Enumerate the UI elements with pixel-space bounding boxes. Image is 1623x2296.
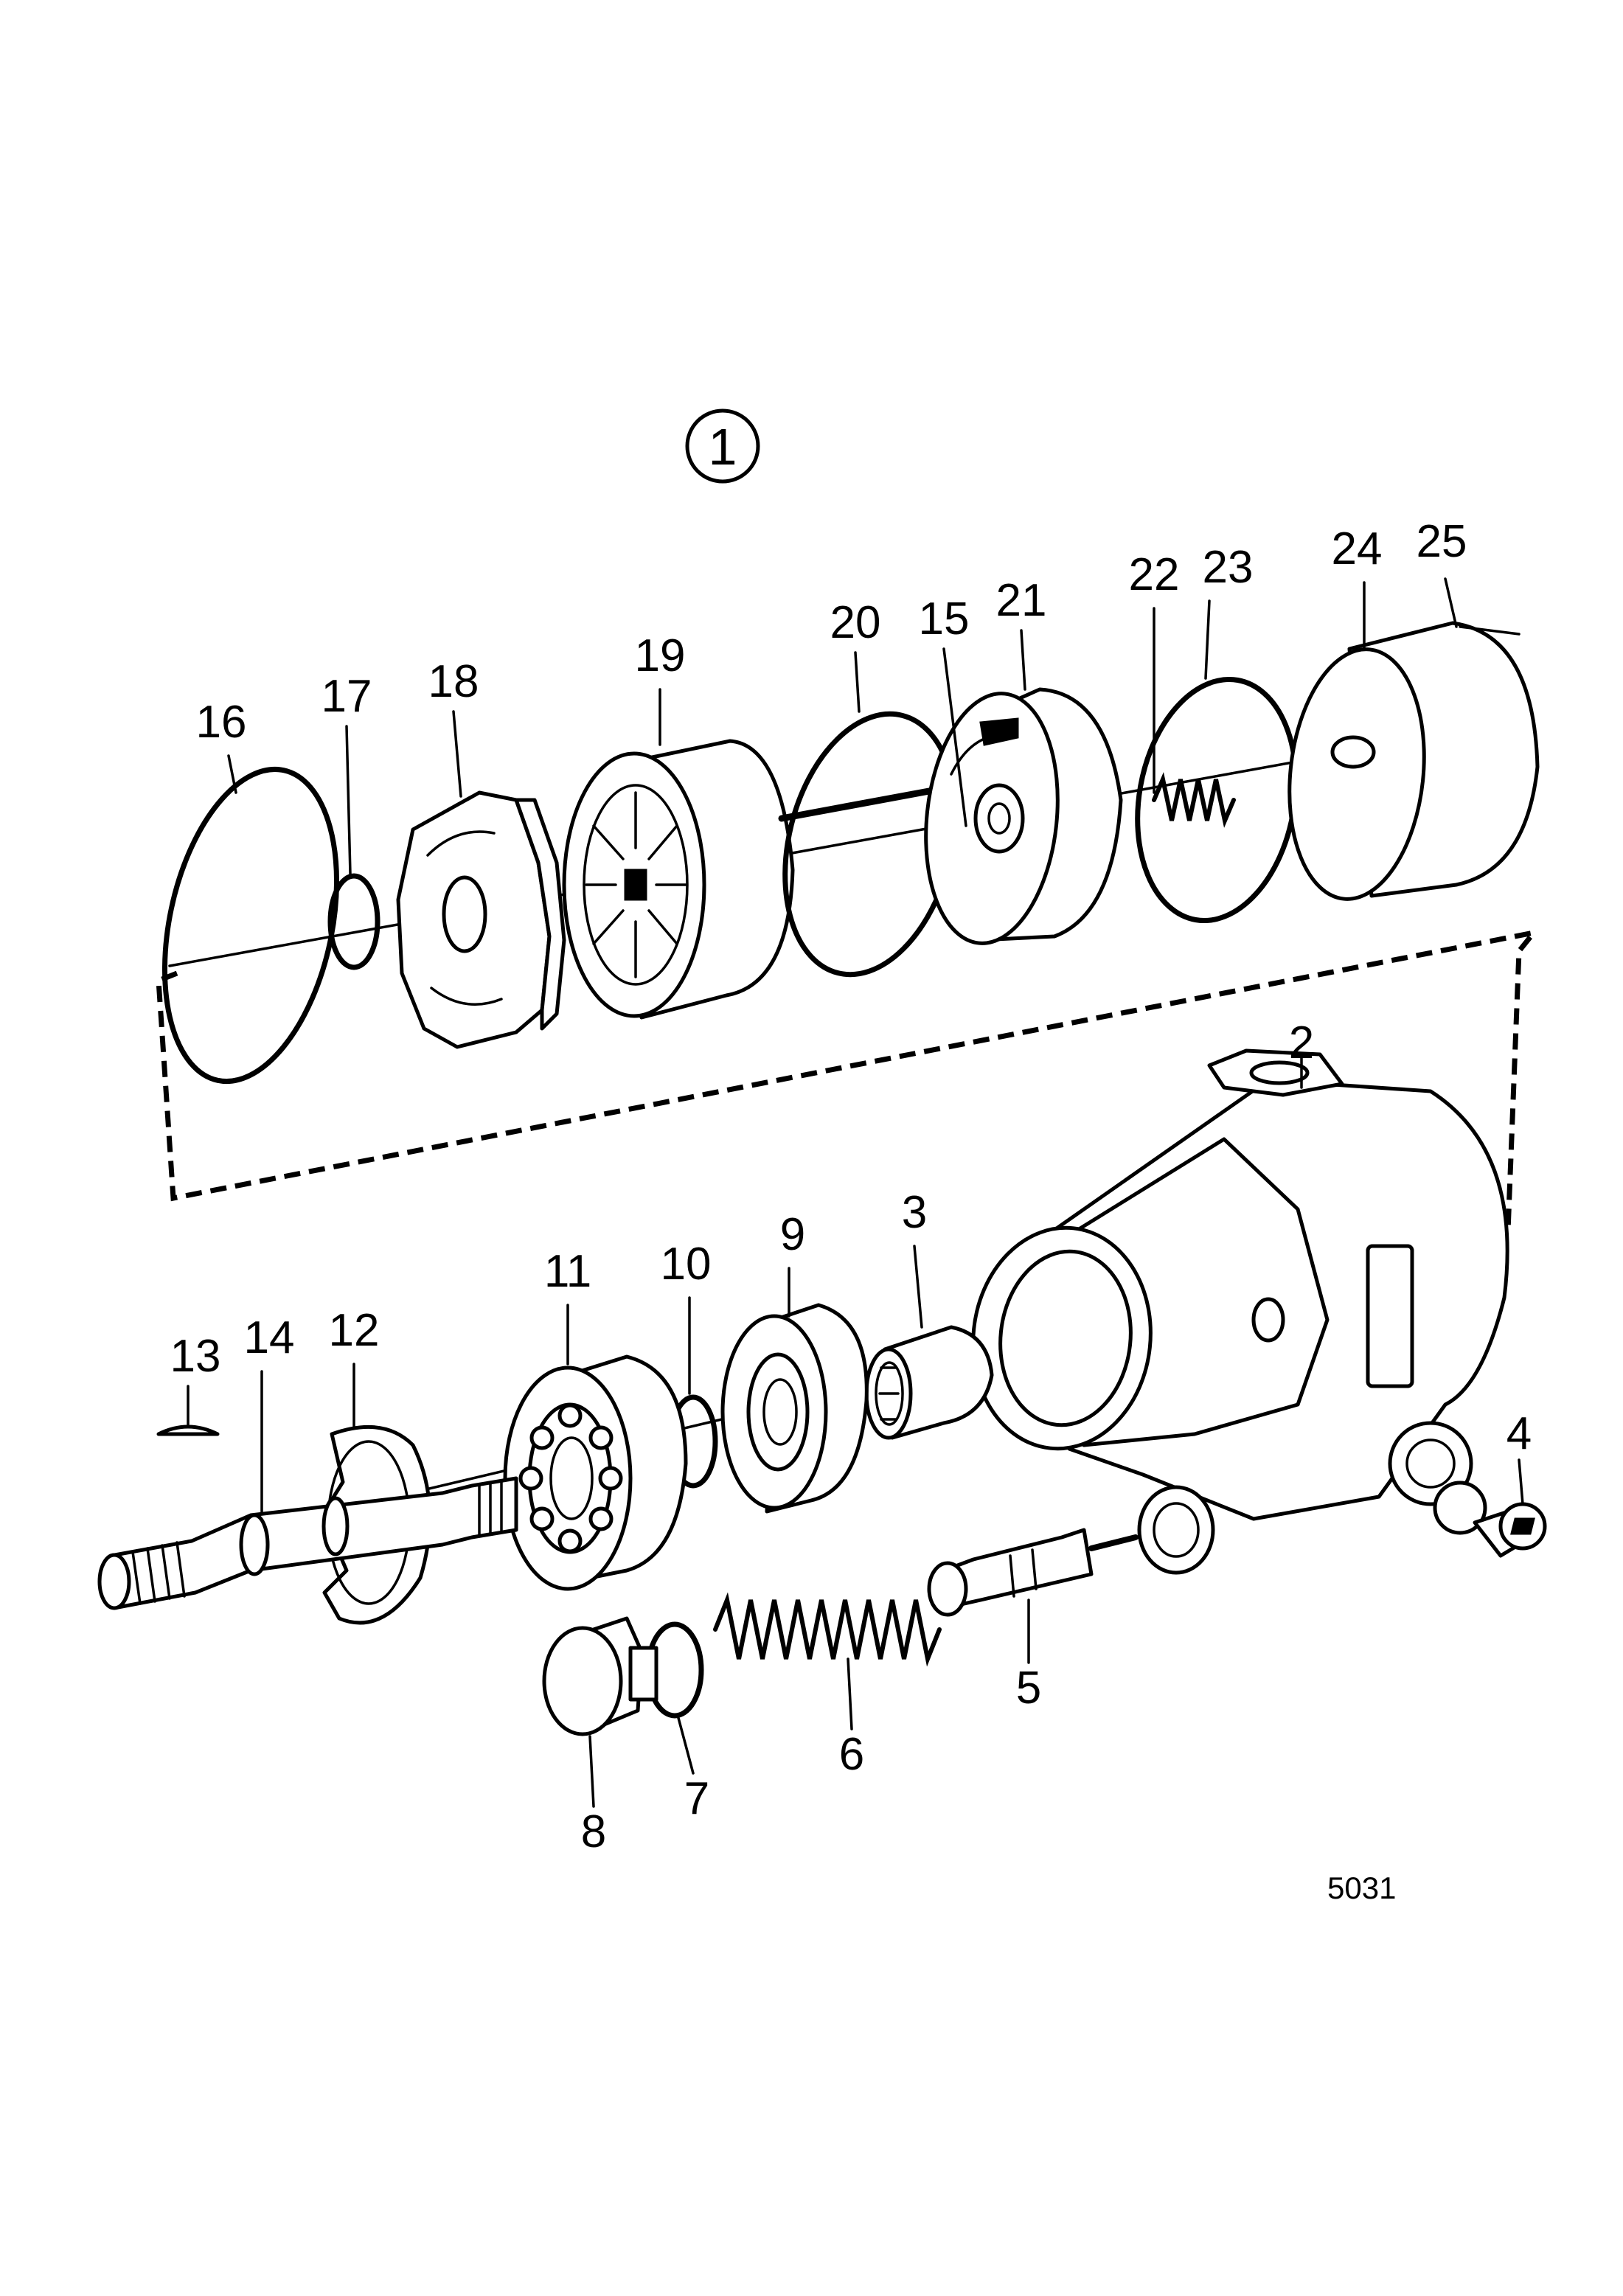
end-cover-24	[1287, 621, 1540, 901]
callout-25: 25	[1417, 516, 1467, 567]
callout-19: 19	[635, 630, 686, 681]
callout-17: 17	[322, 671, 372, 722]
callout-labels: 16 17 18 19 20 15 21 22 23 24 25 2 3 9 1…	[170, 516, 1532, 1857]
plug-8	[542, 1616, 658, 1736]
o-ring-16	[161, 766, 340, 1085]
pressure-plate-21	[924, 687, 1123, 945]
callout-13: 13	[170, 1331, 221, 1382]
bearing-11-balls	[518, 1403, 623, 1554]
callout-21: 21	[996, 575, 1047, 626]
cam-ring-18	[396, 790, 566, 1049]
callout-2: 2	[1289, 1017, 1314, 1068]
svg-text:1: 1	[709, 418, 737, 476]
callout-22: 22	[1129, 549, 1180, 600]
callout-9: 9	[780, 1209, 805, 1260]
shaft-spline	[478, 1480, 503, 1537]
callout-20: 20	[830, 597, 881, 648]
valve-piston-5	[927, 1528, 1139, 1617]
rotor-19	[562, 739, 795, 1020]
callout-4: 4	[1506, 1408, 1532, 1459]
rotor-vanes	[585, 791, 687, 978]
assembly-bracket	[156, 928, 1540, 1232]
callout-10: 10	[661, 1239, 712, 1290]
drive-shaft-14	[97, 1476, 518, 1610]
spring-22	[1152, 772, 1236, 828]
pump-housing-2	[971, 1048, 1509, 1575]
bearing-9	[720, 1303, 869, 1514]
reference-number: 5031	[1327, 1871, 1396, 1905]
cam-ring-bore	[442, 875, 487, 953]
callout-18: 18	[428, 656, 479, 707]
callout-11: 11	[544, 1246, 591, 1297]
o-ring-17	[327, 873, 380, 970]
callout-8: 8	[581, 1806, 606, 1857]
bearing-11	[503, 1354, 688, 1591]
callout-3: 3	[902, 1187, 927, 1238]
callout-14: 14	[244, 1312, 295, 1363]
group-label: 1	[685, 408, 760, 484]
housing-port-lower	[1137, 1485, 1215, 1575]
needle-bearing-3	[864, 1325, 994, 1440]
callout-16: 16	[196, 697, 247, 748]
callout-7: 7	[684, 1773, 709, 1824]
woodruff-key-13	[156, 1424, 220, 1436]
callout-6: 6	[839, 1729, 864, 1780]
o-ring-23	[1135, 676, 1299, 924]
end-cover-bore	[1330, 735, 1376, 769]
shaft-thread	[131, 1541, 186, 1605]
callout-12: 12	[329, 1305, 380, 1356]
callout-5: 5	[1016, 1663, 1041, 1714]
callout-15: 15	[919, 594, 970, 644]
callout-24: 24	[1332, 523, 1383, 574]
spring-6	[713, 1592, 942, 1667]
callout-23: 23	[1203, 542, 1254, 593]
housing-port-right	[1433, 1481, 1487, 1535]
leader-lines	[187, 577, 1524, 1808]
